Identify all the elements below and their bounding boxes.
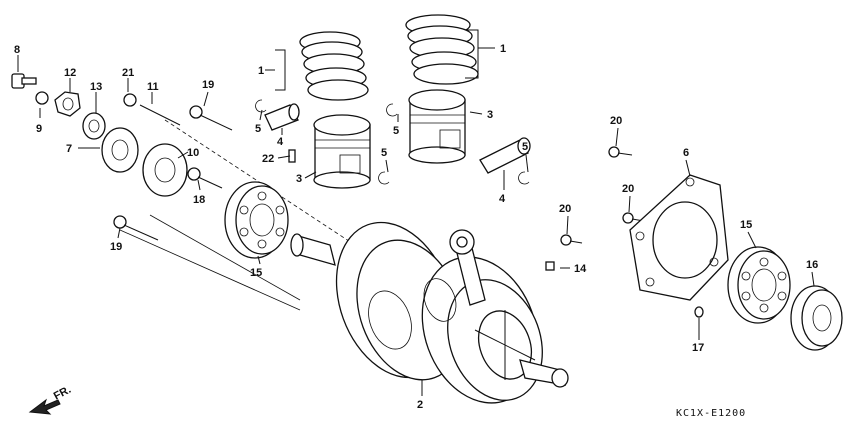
bolt-19-lower — [113, 215, 159, 241]
label-2: 2 — [417, 399, 423, 411]
label-1-left: 1 — [258, 65, 264, 77]
diagram-code: KC1X-E1200 — [676, 408, 746, 419]
o-ring-17 — [694, 306, 704, 318]
label-4-right: 4 — [499, 193, 506, 205]
piston-left — [313, 114, 371, 189]
bolt-19-upper — [189, 105, 233, 131]
label-1-right: 1 — [500, 43, 506, 55]
piston-pin-right — [479, 137, 531, 174]
label-5-b: 5 — [393, 125, 399, 137]
front-label: FR. — [52, 384, 73, 403]
label-18: 18 — [193, 194, 205, 206]
circlips — [255, 99, 530, 185]
piston-right — [408, 89, 466, 164]
bearing-right — [727, 246, 791, 324]
label-4-left: 4 — [277, 136, 284, 148]
label-5-c: 5 — [381, 147, 387, 159]
label-5-a: 5 — [255, 123, 261, 135]
label-9: 9 — [36, 123, 42, 135]
label-3-left: 3 — [296, 173, 302, 185]
leader-lines — [17, 29, 815, 396]
piston-rings-left — [299, 31, 369, 101]
pin-14 — [545, 261, 555, 271]
label-17: 17 — [692, 342, 704, 354]
label-15-left: 15 — [250, 267, 262, 279]
label-6: 6 — [683, 147, 689, 159]
front-direction-arrow: FR. — [28, 384, 73, 415]
collar-9 — [35, 91, 49, 105]
label-11: 11 — [147, 81, 159, 93]
label-21: 21 — [122, 67, 134, 79]
piston-pin-left — [264, 103, 300, 131]
label-20-top: 20 — [610, 115, 622, 127]
label-20-mid: 20 — [622, 183, 634, 195]
bolt-20-low — [560, 234, 583, 246]
part-labels: 8 9 12 13 7 21 11 10 19 18 19 15 22 1 1 … — [14, 43, 818, 411]
label-19-lower: 19 — [110, 241, 122, 253]
gear-10 — [142, 143, 188, 197]
gear-7 — [101, 127, 139, 173]
label-16: 16 — [806, 259, 818, 271]
label-8: 8 — [14, 44, 20, 56]
oil-seal-16 — [790, 285, 843, 351]
label-5-d: 5 — [522, 141, 528, 153]
label-7: 7 — [66, 143, 72, 155]
bolt-20-top — [608, 146, 633, 158]
washer-13 — [82, 112, 106, 140]
label-20-low: 20 — [559, 203, 571, 215]
bearing-left — [224, 181, 289, 259]
label-15-right: 15 — [740, 219, 752, 231]
label-13: 13 — [90, 81, 102, 93]
pin-11 — [139, 104, 181, 126]
label-10: 10 — [187, 147, 199, 159]
bolt-8 — [11, 73, 37, 89]
nut-12 — [54, 91, 81, 117]
bearing-holder-plate-6 — [629, 174, 729, 301]
label-12: 12 — [64, 67, 76, 79]
label-22: 22 — [262, 153, 274, 165]
nut-21 — [123, 93, 137, 107]
label-14: 14 — [574, 263, 587, 275]
label-19-upper: 19 — [202, 79, 214, 91]
piston-rings-right — [405, 14, 479, 85]
label-3-right: 3 — [487, 109, 493, 121]
crankshaft — [119, 119, 569, 404]
bolt-18 — [187, 167, 223, 189]
